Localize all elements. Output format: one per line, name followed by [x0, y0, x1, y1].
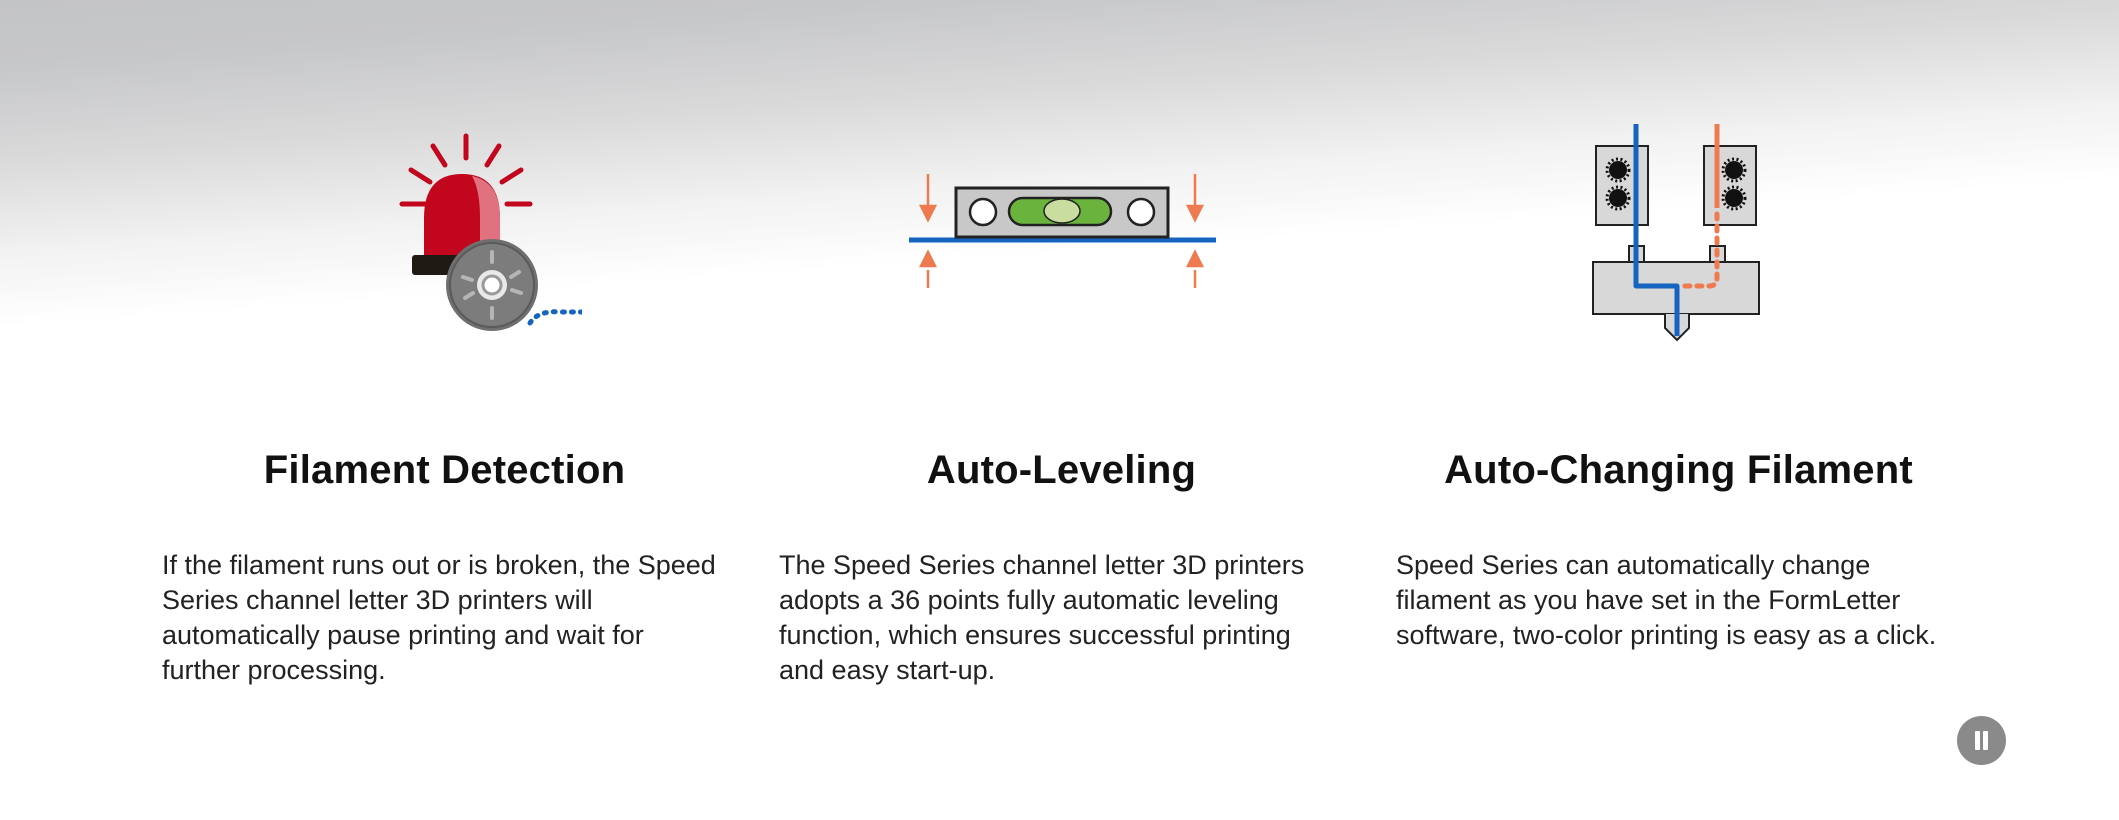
alarm-beacon-filament-spool-icon — [312, 120, 595, 360]
feature-title: Auto-Changing Filament — [1444, 448, 1913, 492]
pause-button[interactable] — [1957, 716, 2006, 765]
feature-description: The Speed Series channel letter 3D print… — [779, 550, 1305, 685]
feature-title: Auto-Leveling — [926, 448, 1197, 492]
dual-extruder-icon — [1576, 120, 1776, 360]
feature-title: Filament Detection — [263, 448, 626, 492]
feature-description: If the filament runs out or is broken, t… — [162, 550, 716, 685]
feature-description: Speed Series can automatically change fi… — [1396, 550, 1937, 650]
spirit-level-icon — [899, 120, 1219, 360]
